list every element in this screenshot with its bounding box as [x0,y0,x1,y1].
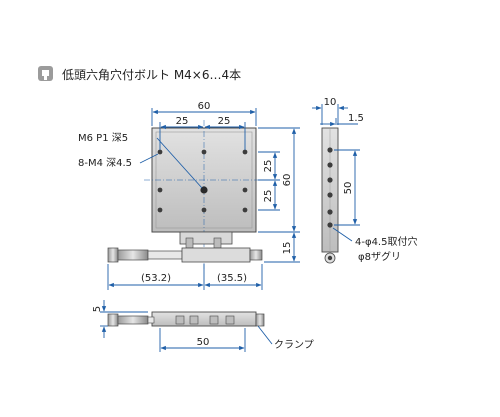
dim-overall-width: 60 [198,101,211,112]
callout-m4: 8-M4 深4.5 [78,157,132,169]
micrometer-head [107,247,263,263]
leader-clamp [257,325,273,345]
m6-hole [200,186,208,194]
leader-m6 [156,137,203,189]
screw-cap-icon [38,66,53,81]
dim-side-width: 10 [324,97,337,108]
dim-left-extent: (53.2) [141,273,171,284]
leader-mount-holes [332,227,353,242]
stage-top-view [144,120,266,270]
dim-side: 10 1.5 50 [312,97,364,226]
dim-pitch-right: 25 [218,116,231,127]
dim-overall-height: 60 [282,174,293,187]
dim-bottom-height: 5 [92,306,103,312]
callout-clamp: クランプ [274,339,314,351]
dim-bottom: 5 50 [92,300,246,352]
dim-hole-pitch: 50 [343,182,354,195]
dim-right-extent: (35.5) [217,273,247,284]
stage-carriage [179,231,233,249]
dim-right: 25 25 60 15 [258,127,300,263]
dim-bottom-length: 50 [197,337,210,348]
stage-side-view [321,127,339,264]
dim-base-extent: 15 [282,242,293,255]
callout-counterbore: φ8ザグリ [358,250,401,263]
callout-mount-holes: 4-φ4.5取付穴 [355,235,417,248]
dim-pitch-bottom: 25 [263,190,274,203]
dim-side-offset: 1.5 [348,113,364,124]
header-caption: 低頭六角穴付ボルト M4×6…4本 [62,67,241,82]
dim-pitch-top: 25 [263,160,274,173]
dim-pitch-left: 25 [176,116,189,127]
dim-top: 60 25 25 [151,101,257,150]
callout-m6: M6 P1 深5 [78,132,128,144]
leader-m4 [139,153,159,164]
dim-micrometer: (53.2) (35.5) [107,264,263,290]
stage-bottom-view [107,311,265,327]
m4-holes [157,149,248,213]
